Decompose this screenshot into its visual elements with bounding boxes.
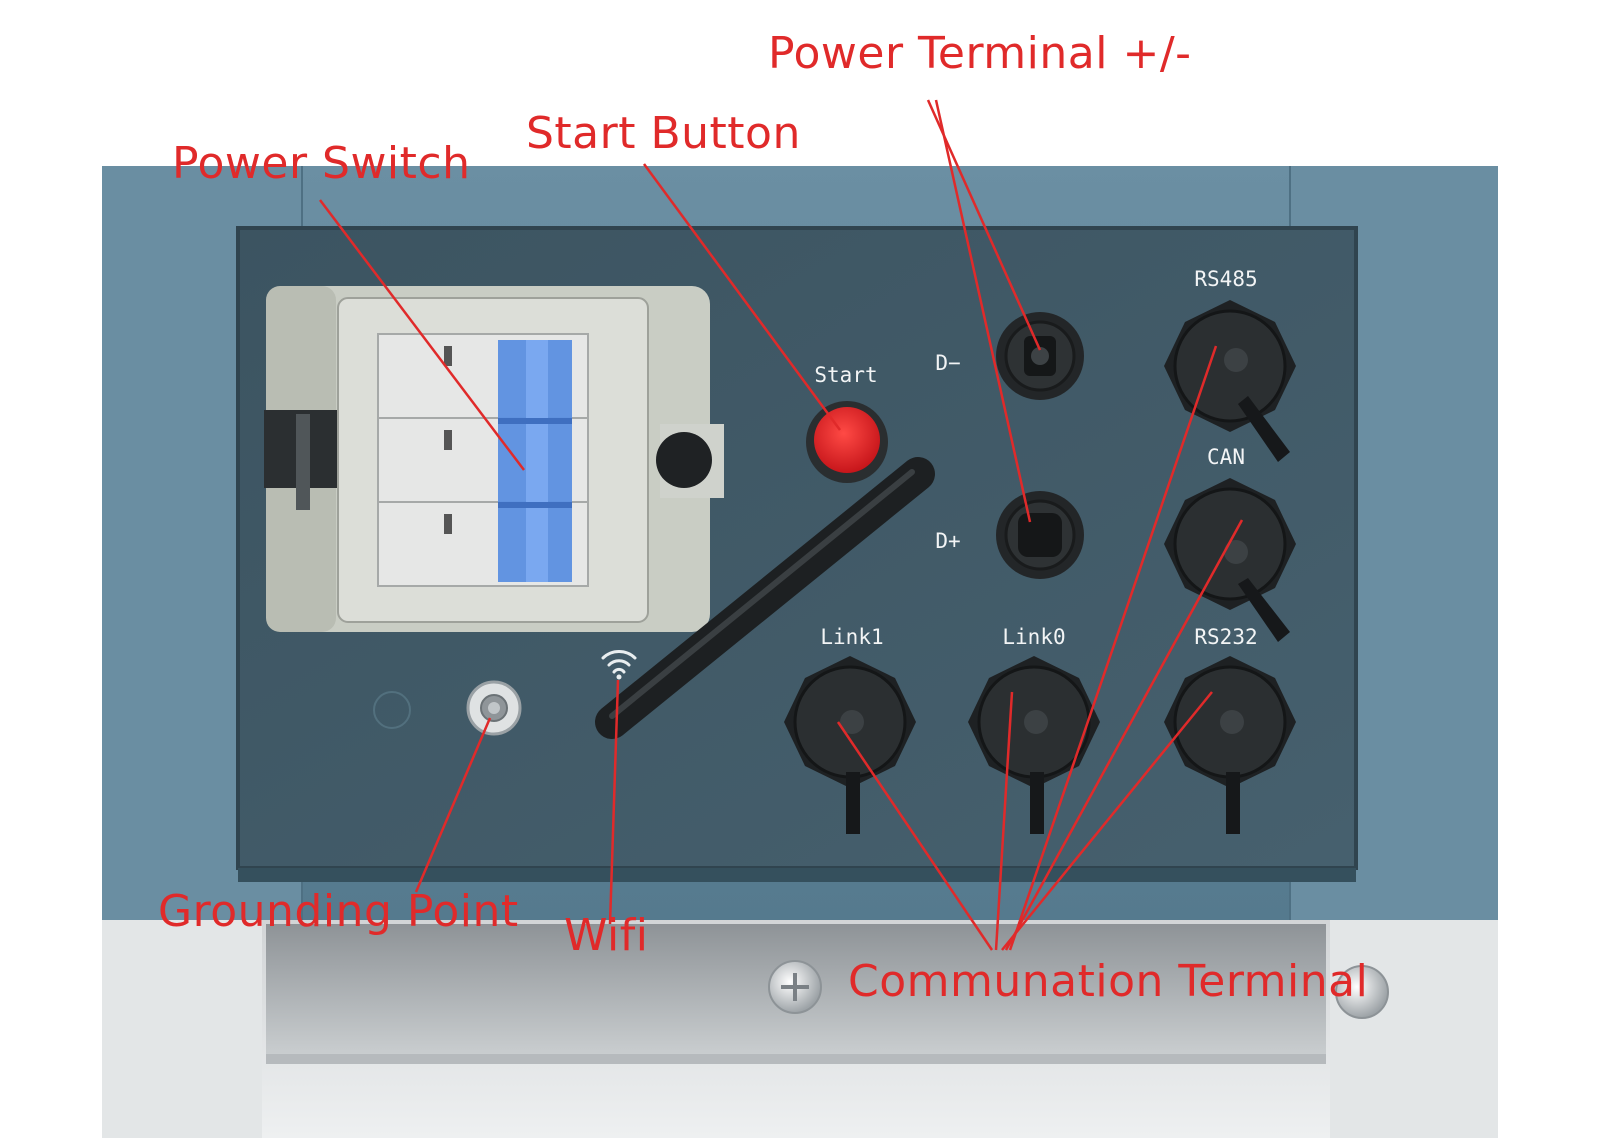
callout-grounding-point: Grounding Point	[158, 886, 519, 937]
label-d-plus: D+	[935, 529, 960, 553]
leader-link0	[994, 691, 1014, 951]
grounding-point	[373, 680, 522, 736]
wifi-antenna	[595, 457, 935, 739]
lower-module	[102, 900, 1498, 1138]
leader-rs232	[1001, 691, 1213, 951]
wifi-icon	[601, 650, 637, 680]
label-d-minus: D−	[935, 351, 960, 375]
start-button[interactable]	[806, 401, 888, 483]
cover-latch-knob[interactable]	[656, 432, 712, 488]
callout-power-terminal: Power Terminal +/-	[768, 28, 1192, 79]
leader-wifi	[608, 679, 620, 925]
power-switch[interactable]	[264, 286, 724, 632]
leader-power-switch	[319, 199, 525, 471]
leader-rs485	[1008, 345, 1218, 951]
label-link0: Link0	[1002, 625, 1065, 649]
label-can: CAN	[1207, 445, 1245, 469]
callout-power-switch: Power Switch	[172, 138, 471, 189]
leader-link1	[836, 721, 994, 951]
annotation-leader-lines	[319, 99, 1244, 951]
leader-power-terminal-d-plus	[934, 99, 1032, 523]
power-terminal-d-plus[interactable]	[996, 491, 1084, 579]
label-rs485: RS485	[1194, 267, 1257, 291]
connector-link0[interactable]	[968, 656, 1100, 834]
screw-icon	[1335, 965, 1389, 1019]
label-start: Start	[814, 363, 877, 387]
connector-link1[interactable]	[784, 656, 916, 834]
power-terminal-d-minus[interactable]	[996, 312, 1084, 400]
leader-start-button	[642, 163, 842, 431]
label-rs232: RS232	[1194, 625, 1257, 649]
label-link1: Link1	[820, 625, 883, 649]
callout-wifi: Wifi	[564, 910, 649, 961]
connector-rs232[interactable]	[1164, 656, 1296, 834]
callout-communication-terminal: Communation Terminal	[848, 956, 1369, 1007]
leader-power-terminal-d-minus	[926, 99, 1042, 351]
leader-can	[1004, 519, 1244, 951]
callout-start-button: Start Button	[526, 108, 801, 159]
leader-grounding-point	[414, 717, 492, 893]
